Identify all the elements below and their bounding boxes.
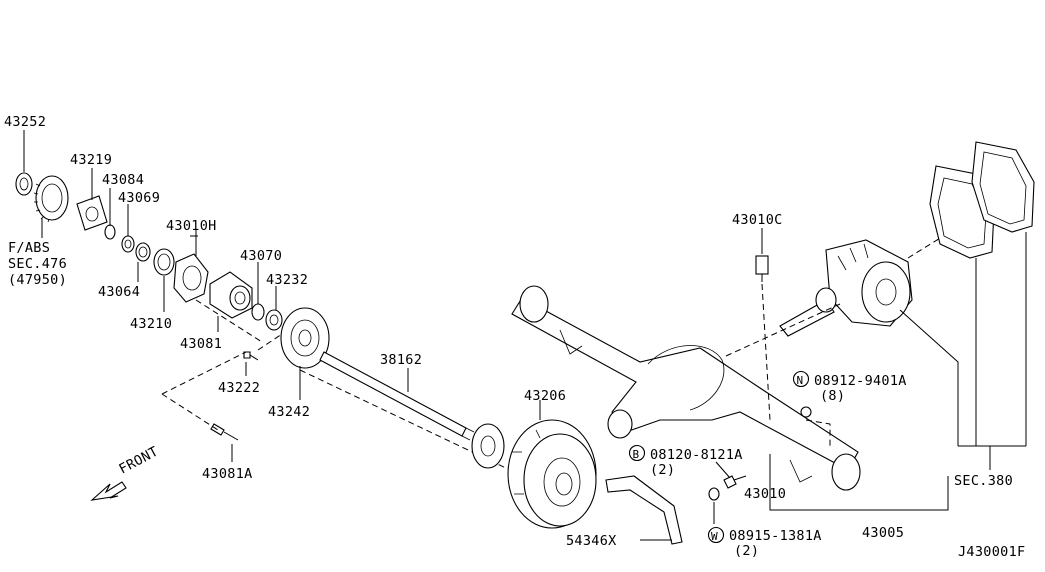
label-washer-qty: (2) xyxy=(734,543,759,559)
label-bolt-qty: (2) xyxy=(650,462,675,478)
label-54346x: 54346X xyxy=(566,533,617,549)
label-sec476: SEC.476 xyxy=(8,256,67,272)
label-43222: 43222 xyxy=(218,380,260,396)
label-43070: 43070 xyxy=(240,248,282,264)
label-43219: 43219 xyxy=(70,152,112,168)
rear-cover xyxy=(971,141,1035,233)
label-43064: 43064 xyxy=(98,284,140,300)
label-bolt-code: 08120-8121A xyxy=(650,447,743,463)
bracket-54346x xyxy=(605,475,683,545)
front-arrow-icon xyxy=(90,481,127,501)
backing-plate-43242 xyxy=(280,307,330,369)
label-43010: 43010 xyxy=(744,486,786,502)
bolt-43081a xyxy=(210,423,239,441)
axle-housing-43010 xyxy=(511,285,861,491)
label-43081a: 43081A xyxy=(202,466,253,482)
nut-callout-letter: N xyxy=(797,374,804,387)
label-nut-qty: (8) xyxy=(820,388,845,404)
label-washer-code: 08915-1381A xyxy=(729,528,822,544)
label-43232: 43232 xyxy=(266,272,308,288)
label-43010c: 43010C xyxy=(732,212,783,228)
label-43010h: 43010H xyxy=(166,218,217,234)
label-43005: 43005 xyxy=(862,525,904,541)
nut-callout-circle xyxy=(792,370,810,388)
plate-43219 xyxy=(76,195,108,231)
bolt-08120 xyxy=(723,475,747,489)
bolt-callout-letter: B xyxy=(633,448,640,461)
label-nut-code: 08912-9401A xyxy=(814,373,907,389)
abs-sensor-rotor xyxy=(33,175,69,223)
bearing-43232 xyxy=(265,309,283,331)
spacer-43064 xyxy=(135,242,151,262)
label-38162: 38162 xyxy=(380,352,422,368)
label-43242: 43242 xyxy=(268,404,310,420)
label-sec380: SEC.380 xyxy=(954,473,1013,489)
seal-43070 xyxy=(251,303,265,321)
bolt-43222 xyxy=(243,351,259,361)
diagram-code: J430001F xyxy=(958,544,1025,560)
washer-callout-letter: W xyxy=(711,530,718,543)
bearing-43210 xyxy=(153,248,175,276)
label-43084: 43084 xyxy=(102,172,144,188)
label-43206: 43206 xyxy=(524,388,566,404)
axle-shaft-38162 xyxy=(319,351,505,469)
label-47950: (47950) xyxy=(8,272,67,288)
label-43081: 43081 xyxy=(180,336,222,352)
label-43069: 43069 xyxy=(118,190,160,206)
front-label: FRONT xyxy=(116,444,161,478)
washer-08915 xyxy=(708,487,720,501)
label-43252: 43252 xyxy=(4,114,46,130)
nut-08912 xyxy=(800,406,812,418)
bolt-callout-circle xyxy=(628,444,646,462)
label-43210: 43210 xyxy=(130,316,172,332)
label-fabs: F/ABS xyxy=(8,240,50,256)
lock-washer-43084 xyxy=(104,224,116,240)
brake-drum-43206 xyxy=(507,419,597,529)
bearing-retainer-43010h xyxy=(173,253,209,303)
differential-carrier xyxy=(779,239,913,337)
oil-seal-43252 xyxy=(15,172,33,196)
breather-43010c xyxy=(755,255,769,282)
washer-callout-circle xyxy=(707,526,725,544)
bearing-housing-43081 xyxy=(209,271,253,319)
ring-43069 xyxy=(121,235,135,253)
